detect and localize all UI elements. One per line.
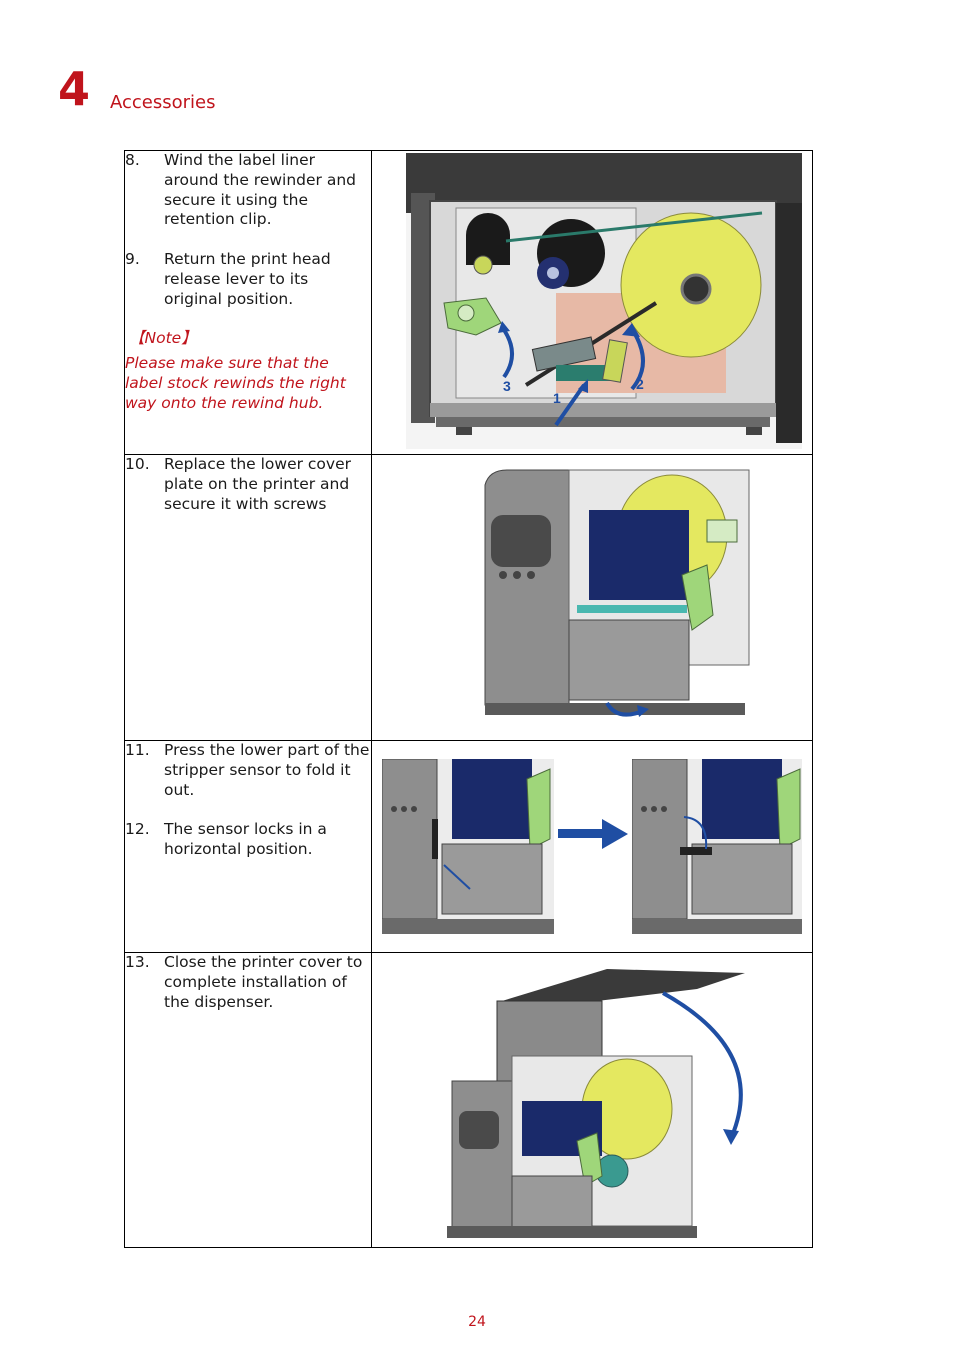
step-row-13: 13. Close the printer cover to complete … <box>124 952 813 1248</box>
note-text: Please make sure that the label stock re… <box>125 353 346 412</box>
step-text-cell: 13. Close the printer cover to complete … <box>124 952 372 1248</box>
step-row-11-12: 11. Press the lower part of the stripper… <box>124 740 813 953</box>
chapter-title: Accessories <box>110 92 216 113</box>
step-image-cell <box>371 454 813 741</box>
list-item: 11. Press the lower part of the stripper… <box>125 741 370 799</box>
stripper-sensor-after-illustration <box>632 759 802 934</box>
stripper-sensor-before-illustration <box>382 759 554 934</box>
printer-rewinder-illustration: 3 1 2 <box>406 153 802 449</box>
step-image-cell <box>371 952 813 1248</box>
printer-lower-cover-illustration <box>484 469 750 717</box>
callout-label-3: 3 <box>503 378 511 394</box>
printer-close-cover-illustration <box>447 969 745 1238</box>
step-text-cell: 10. Replace the lower cover plate on the… <box>124 454 372 741</box>
step-row-8-9: 8. Wind the label liner around the rewin… <box>124 150 813 455</box>
callout-label-1: 1 <box>553 390 561 406</box>
chapter-number: 4 <box>58 62 91 116</box>
steps-table: 8. Wind the label liner around the rewin… <box>124 150 813 1248</box>
step-text-cell: 8. Wind the label liner around the rewin… <box>124 150 372 455</box>
step-image-cell <box>371 740 813 953</box>
callout-label-2: 2 <box>636 376 644 392</box>
list-item: 10. Replace the lower cover plate on the… <box>125 455 351 513</box>
list-item: 9. Return the print head release lever t… <box>125 249 331 308</box>
step-text-cell: 11. Press the lower part of the stripper… <box>124 740 372 953</box>
arrow-right-icon <box>558 819 628 849</box>
list-item: 12. The sensor locks in a horizontal pos… <box>125 820 327 858</box>
list-item: 13. Close the printer cover to complete … <box>125 953 363 1011</box>
page-number: 24 <box>468 1314 486 1330</box>
step-row-10: 10. Replace the lower cover plate on the… <box>124 454 813 741</box>
step-image-cell: 3 1 2 <box>371 150 813 455</box>
note-heading: 【Note】 <box>129 329 197 348</box>
list-item: 8. Wind the label liner around the rewin… <box>125 151 357 229</box>
